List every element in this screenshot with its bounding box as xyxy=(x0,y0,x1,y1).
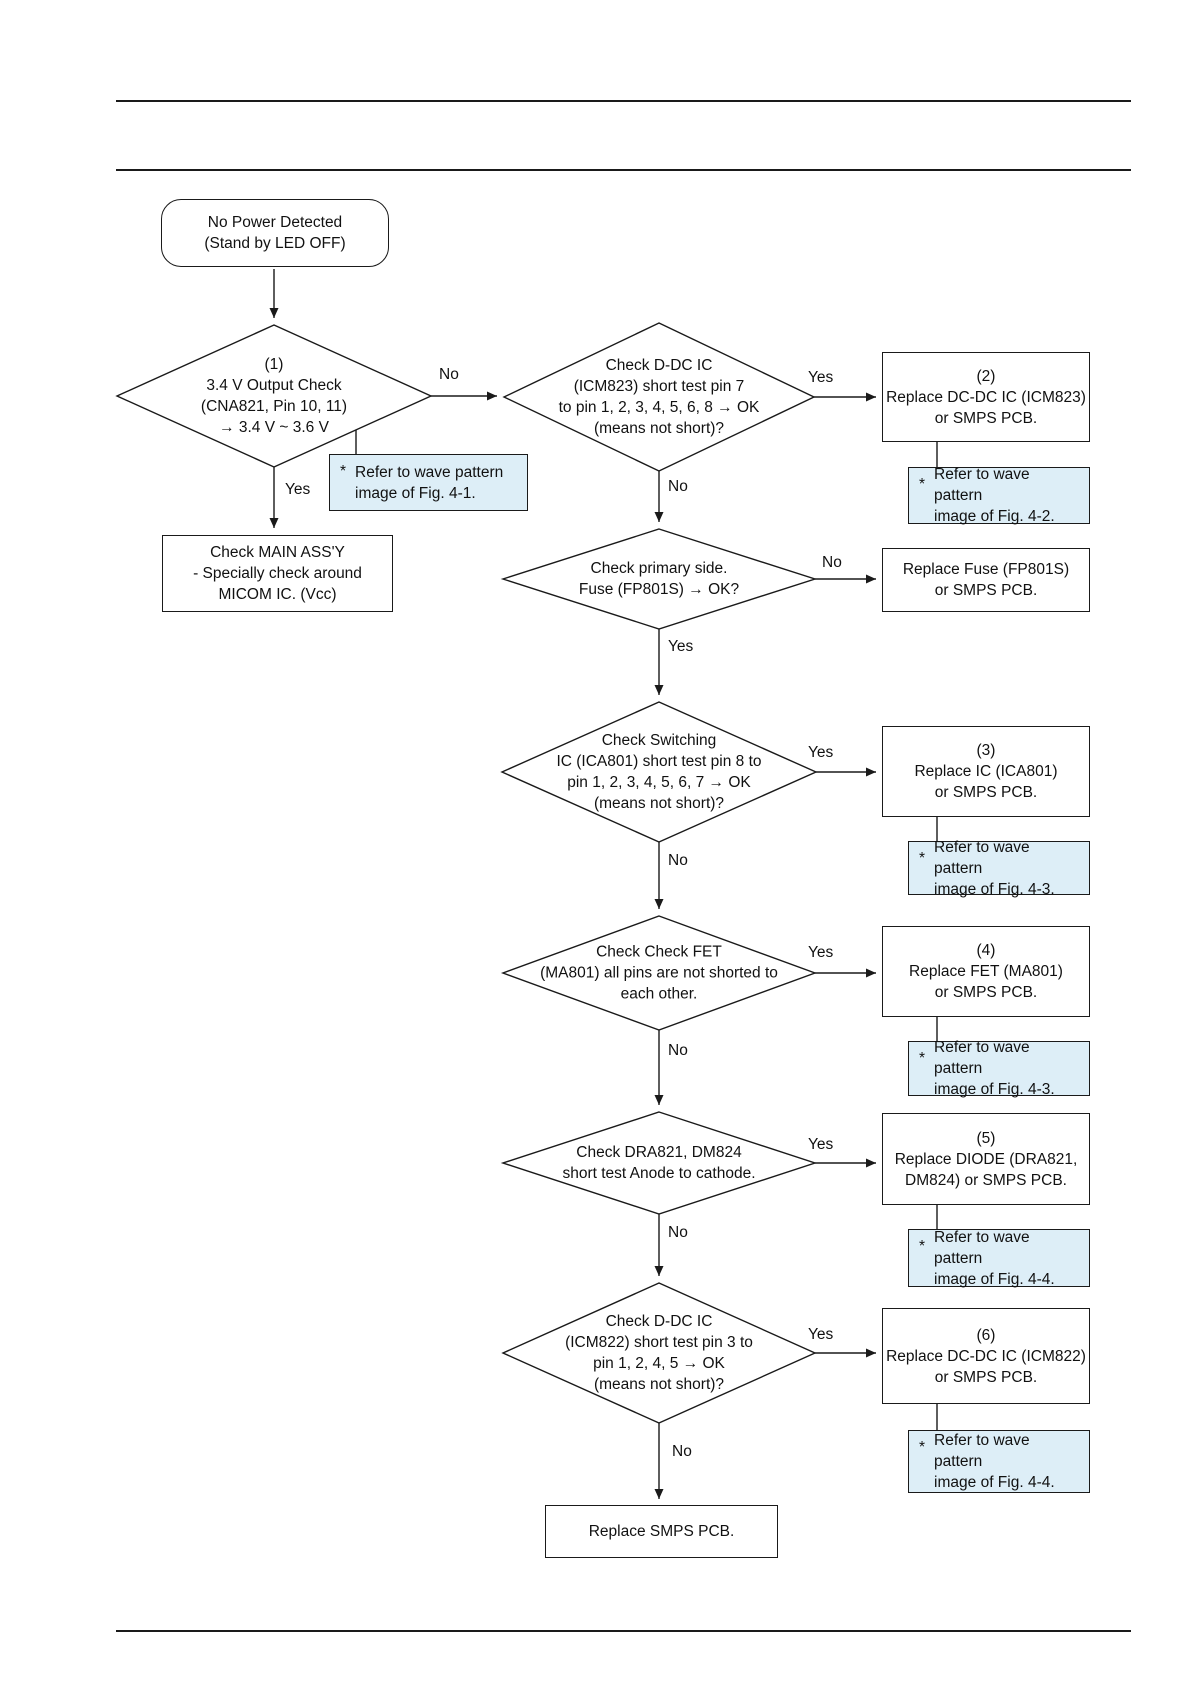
label-d6-no: No xyxy=(666,1224,690,1242)
action-replace-dcdc-icm823: (2) Replace DC-DC IC (ICM823) or SMPS PC… xyxy=(882,352,1090,442)
label-d4-no: No xyxy=(666,852,690,870)
header-rule-bottom xyxy=(116,169,1131,171)
label-d6-yes: Yes xyxy=(806,1136,836,1154)
action-replace-ic-ica801: (3) Replace IC (ICA801) or SMPS PCB. xyxy=(882,726,1090,817)
note-fig-4-4-b-marker: * xyxy=(919,1439,926,1456)
note-fig-4-4-a-marker: * xyxy=(919,1238,926,1255)
action-check-main-assy-text: Check MAIN ASS'Y - Specially check aroun… xyxy=(193,544,362,603)
label-d7-no: No xyxy=(670,1443,694,1461)
decision-3-text: Check primary side. Fuse (FP801S) → OK? xyxy=(578,560,740,598)
label-d7-yes: Yes xyxy=(806,1326,836,1344)
header-rule-top xyxy=(116,100,1131,102)
note-fig-4-3-b-marker: * xyxy=(919,1050,926,1067)
note-fig-4-3-b-text: Refer to wave pattern image of Fig. 4-3. xyxy=(934,1039,1055,1098)
note-fig-4-3-a-marker: * xyxy=(919,850,926,867)
decision-7-text: Check D-DC IC (ICM822) short test pin 3 … xyxy=(565,1313,753,1393)
action-replace-smps-pcb-text: Replace SMPS PCB. xyxy=(588,1523,735,1540)
label-d2-no: No xyxy=(666,478,690,496)
label-d1-yes: Yes xyxy=(283,481,313,499)
action-replace-smps-pcb: Replace SMPS PCB. xyxy=(545,1505,778,1558)
label-d2-yes: Yes xyxy=(806,369,836,387)
action-replace-ic-ica801-text: (3) Replace IC (ICA801) or SMPS PCB. xyxy=(914,742,1058,801)
note-fig-4-4-b: * Refer to wave pattern image of Fig. 4-… xyxy=(908,1430,1090,1493)
note-fig-4-1: * Refer to wave pattern image of Fig. 4-… xyxy=(329,454,528,511)
start-node-text: No Power Detected (Stand by LED OFF) xyxy=(204,214,346,252)
action-replace-fuse-text: Replace Fuse (FP801S) or SMPS PCB. xyxy=(902,561,1070,599)
action-replace-diode: (5) Replace DIODE (DRA821, DM824) or SMP… xyxy=(882,1113,1090,1205)
note-fig-4-3-b: * Refer to wave pattern image of Fig. 4-… xyxy=(908,1039,1090,1098)
note-fig-4-4-a-text: Refer to wave pattern image of Fig. 4-4. xyxy=(934,1228,1055,1288)
decision-5-text: Check Check FET (MA801) all pins are not… xyxy=(540,943,778,1003)
action-replace-fet-ma801-text: (4) Replace FET (MA801) or SMPS PCB. xyxy=(909,942,1063,1001)
label-d4-yes: Yes xyxy=(806,744,836,762)
decision-4-text: Check Switching IC (ICA801) short test p… xyxy=(556,732,762,812)
label-d5-yes: Yes xyxy=(806,944,836,962)
action-check-main-assy: Check MAIN ASS'Y - Specially check aroun… xyxy=(162,535,393,612)
action-replace-dcdc-icm822-text: (6) Replace DC-DC IC (ICM822) or SMPS PC… xyxy=(886,1326,1086,1386)
footer-rule xyxy=(116,1630,1131,1632)
action-replace-diode-text: (5) Replace DIODE (DRA821, DM824) or SMP… xyxy=(894,1129,1078,1189)
action-replace-fet-ma801: (4) Replace FET (MA801) or SMPS PCB. xyxy=(882,926,1090,1017)
label-d3-yes: Yes xyxy=(666,638,696,656)
note-fig-4-1-marker: * xyxy=(340,463,347,480)
label-d5-no: No xyxy=(666,1042,690,1060)
note-fig-4-4-b-text: Refer to wave pattern image of Fig. 4-4. xyxy=(934,1432,1055,1491)
note-fig-4-4-a: * Refer to wave pattern image of Fig. 4-… xyxy=(908,1228,1090,1288)
action-replace-fuse: Replace Fuse (FP801S) or SMPS PCB. xyxy=(882,548,1090,612)
action-replace-dcdc-icm822: (6) Replace DC-DC IC (ICM822) or SMPS PC… xyxy=(882,1308,1090,1404)
start-node: No Power Detected (Stand by LED OFF) xyxy=(161,199,389,267)
decision-1-text: (1) 3.4 V Output Check (CNA821, Pin 10, … xyxy=(200,356,348,436)
note-fig-4-2-text: Refer to wave pattern image of Fig. 4-2. xyxy=(934,466,1055,525)
label-d1-no: No xyxy=(437,366,461,384)
action-replace-dcdc-icm823-text: (2) Replace DC-DC IC (ICM823) or SMPS PC… xyxy=(886,367,1086,427)
note-fig-4-1-text: Refer to wave pattern image of Fig. 4-1. xyxy=(355,463,504,502)
note-fig-4-2-marker: * xyxy=(919,476,926,493)
note-fig-4-3-a-text: Refer to wave pattern image of Fig. 4-3. xyxy=(934,838,1055,898)
label-d3-no: No xyxy=(820,554,844,572)
decision-6-text: Check DRA821, DM824 short test Anode to … xyxy=(562,1144,756,1182)
note-fig-4-3-a: * Refer to wave pattern image of Fig. 4-… xyxy=(908,839,1090,898)
decision-2-text: Check D-DC IC (ICM823) short test pin 7 … xyxy=(558,357,760,437)
note-fig-4-2: * Refer to wave pattern image of Fig. 4-… xyxy=(908,466,1090,525)
